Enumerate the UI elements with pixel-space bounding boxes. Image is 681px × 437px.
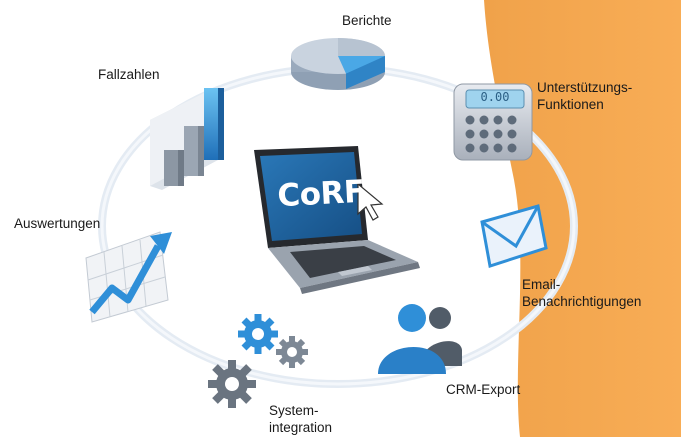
label-auswertungen: Auswertungen [14,216,101,231]
label-email: Email- Benachrichtigungen [522,276,641,310]
label-system-line1: System- [269,403,319,418]
corf-logo-text: CoRF [276,173,366,215]
label-email-line2: Benachrichtigungen [522,294,642,309]
users-icon [378,304,462,374]
label-unterstuetzung-line2: Funktionen [537,97,604,112]
label-berichte: Berichte [342,13,392,28]
laptop-icon [254,146,420,294]
orange-panel [484,0,681,437]
envelope-icon [480,204,548,268]
label-unterstuetzung: Unterstützungs- Funktionen [537,79,632,113]
gears-icon [208,314,308,408]
cursor-icon [357,182,384,221]
pie-chart-icon [291,38,385,90]
calculator-display: 0.00 [480,90,510,104]
label-system-integration: System- integration [269,402,332,436]
bar-chart-icon [150,88,224,190]
label-crm-export: CRM-Export [446,382,521,397]
label-fallzahlen: Fallzahlen [98,67,160,82]
label-email-line1: Email- [522,277,561,292]
line-chart-icon [85,231,172,323]
label-system-line2: integration [269,420,333,435]
calculator-icon [453,83,533,161]
label-unterstuetzung-line1: Unterstützungs- [537,80,633,95]
